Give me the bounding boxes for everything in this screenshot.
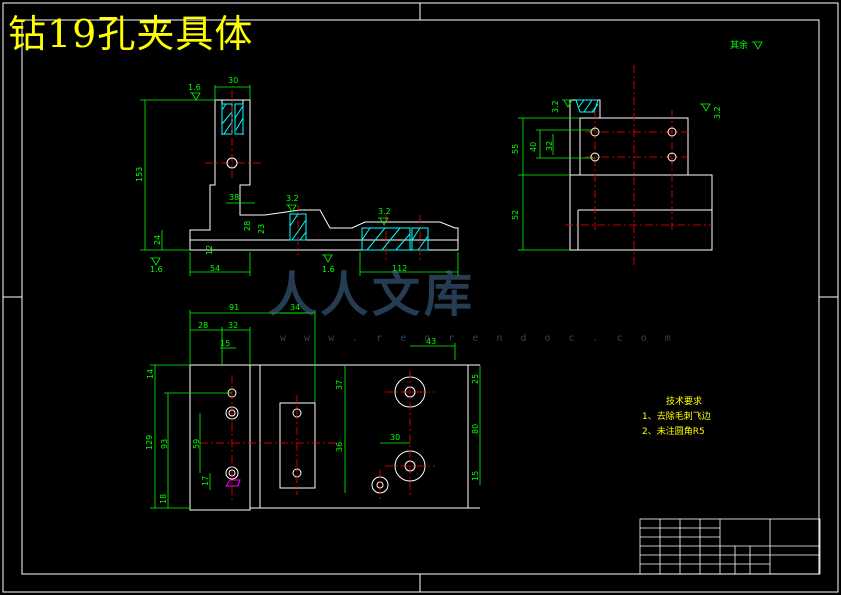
watermark-url: w w w . r e n r e n d o c . c o m <box>280 333 677 344</box>
dim-43: 43 <box>426 337 436 346</box>
dim-15: 15 <box>220 339 230 348</box>
dim-30-top: 30 <box>390 433 400 442</box>
dim-40: 40 <box>529 142 538 152</box>
front-hatch <box>221 103 429 251</box>
side-view: 3.2 3.2 55 40 32 52 <box>511 65 722 265</box>
dim-1-6-b: 1.6 <box>150 265 163 274</box>
tech-req-item-1: 1、去除毛刺飞边 <box>642 412 711 422</box>
dim-36: 36 <box>335 442 344 452</box>
drawing-title: 钻19孔夹具体 <box>8 12 254 56</box>
dim-3-2: 3.2 <box>286 194 299 203</box>
technical-requirements: 技术要求 1、去除毛刺飞边 2、未注圆角R5 <box>642 395 711 440</box>
dim-34: 34 <box>290 303 300 312</box>
dim-12: 12 <box>205 245 214 255</box>
dim-25: 25 <box>471 374 480 384</box>
dim-3-2-b: 3.2 <box>378 207 391 216</box>
dim-129: 129 <box>145 435 154 450</box>
dim-24: 24 <box>153 235 162 245</box>
front-view: 30 1.6 153 38 28 23 24 12 54 1.6 3.2 3.2… <box>135 76 459 276</box>
dim-59: 59 <box>192 439 201 449</box>
dim-55: 55 <box>511 144 520 154</box>
dim-1-6-c: 1.6 <box>322 265 335 274</box>
tech-req-heading: 技术要求 <box>666 397 703 407</box>
watermark-logo: 人人文库 <box>268 267 477 323</box>
tech-req-item-2: 2、未注圆角R5 <box>642 427 705 437</box>
surface-finish-note: 其余 <box>730 41 749 51</box>
dim-93: 93 <box>160 439 169 449</box>
dim-112: 112 <box>392 264 407 273</box>
top-view: 91 28 32 34 15 43 14 37 129 93 59 17 18 … <box>145 303 481 511</box>
dim-23: 23 <box>257 224 266 234</box>
dim-17: 17 <box>201 476 210 486</box>
title-block <box>639 518 821 575</box>
surface-finish-icon <box>752 41 763 50</box>
dim-3-2-side: 3.2 <box>551 100 560 113</box>
dim-38: 38 <box>229 193 239 202</box>
dim-32-top: 32 <box>228 321 238 330</box>
dim-15-b: 15 <box>471 471 480 481</box>
dim-52: 52 <box>511 210 520 220</box>
dim-32: 32 <box>545 141 554 151</box>
dim-30: 30 <box>228 76 238 85</box>
dim-153: 153 <box>135 167 144 182</box>
dim-28-top: 28 <box>198 321 208 330</box>
dim-28: 28 <box>243 221 252 231</box>
dim-18: 18 <box>159 494 168 504</box>
side-hatch <box>575 99 599 113</box>
dim-54: 54 <box>210 264 220 273</box>
dim-80: 80 <box>471 424 480 434</box>
dim-1-6: 1.6 <box>188 83 201 92</box>
dim-3-2-side-b: 3.2 <box>713 106 722 119</box>
dim-37: 37 <box>335 380 344 390</box>
dim-91: 91 <box>229 303 239 312</box>
dim-14: 14 <box>146 369 155 379</box>
